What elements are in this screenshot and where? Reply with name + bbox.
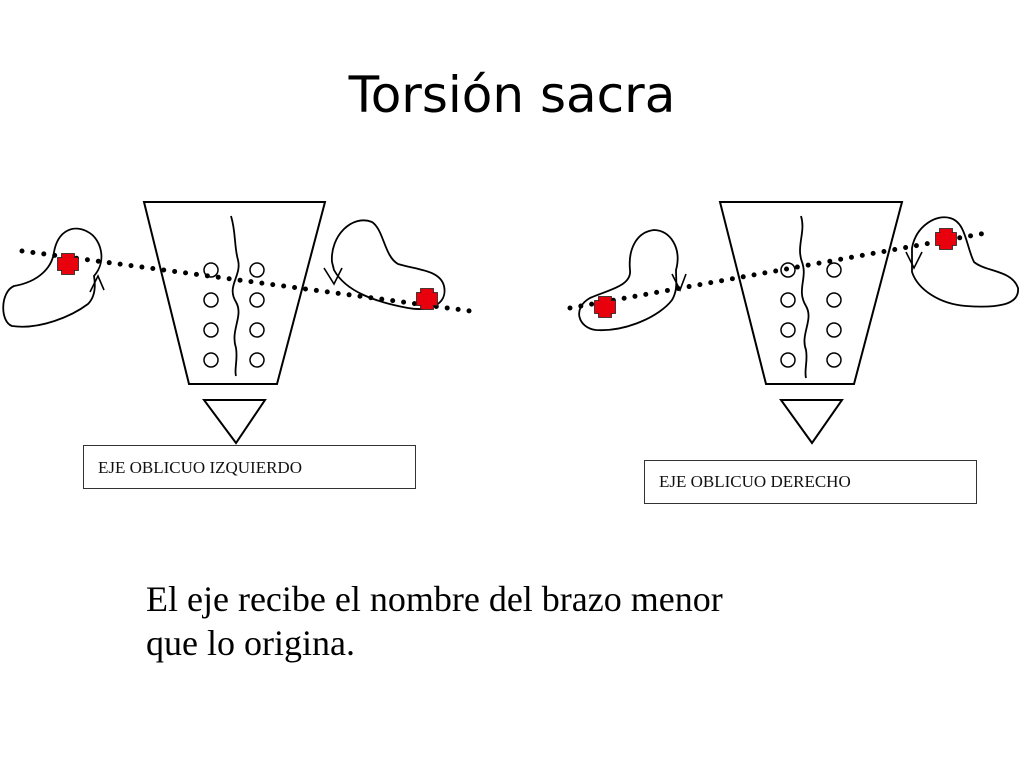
left-axis-label-box: EJE OBLICUO IZQUIERDO [83, 445, 416, 489]
left-sacrum-outline [142, 201, 327, 385]
right-sacral-foramina [780, 262, 842, 368]
right-axis-label-box: EJE OBLICUO DERECHO [644, 460, 977, 504]
left-oblique-axis [19, 248, 473, 314]
left-coccyx [202, 399, 267, 445]
right-sacrum-outline [718, 201, 904, 385]
caption-line-2: que lo origina. [146, 622, 355, 663]
right-lobe-right [911, 216, 1019, 308]
left-median-crest [230, 215, 240, 377]
right-coccyx [779, 399, 844, 445]
left-axis-label: EJE OBLICUO IZQUIERDO [98, 458, 302, 477]
slide-title: Torsión sacra [348, 66, 676, 124]
left-sacral-foramina [203, 262, 265, 368]
right-axis-label: EJE OBLICUO DERECHO [659, 472, 851, 491]
right-lobe-left [578, 229, 679, 331]
right-sacrum-diagram [567, 201, 1019, 445]
left-lobe-right-hook [323, 267, 343, 286]
left-lobe-left-hook [89, 274, 105, 293]
red-cross-marker-icon [935, 228, 957, 250]
right-lobe-right-hook [905, 251, 923, 270]
left-sacrum-diagram [2, 201, 473, 445]
caption: El eje recibe el nombre del brazo menor … [146, 578, 926, 666]
left-lobe-left [2, 227, 103, 328]
right-median-crest [799, 215, 810, 379]
left-lobe-right [331, 219, 446, 310]
caption-line-1: El eje recibe el nombre del brazo menor [146, 579, 723, 619]
